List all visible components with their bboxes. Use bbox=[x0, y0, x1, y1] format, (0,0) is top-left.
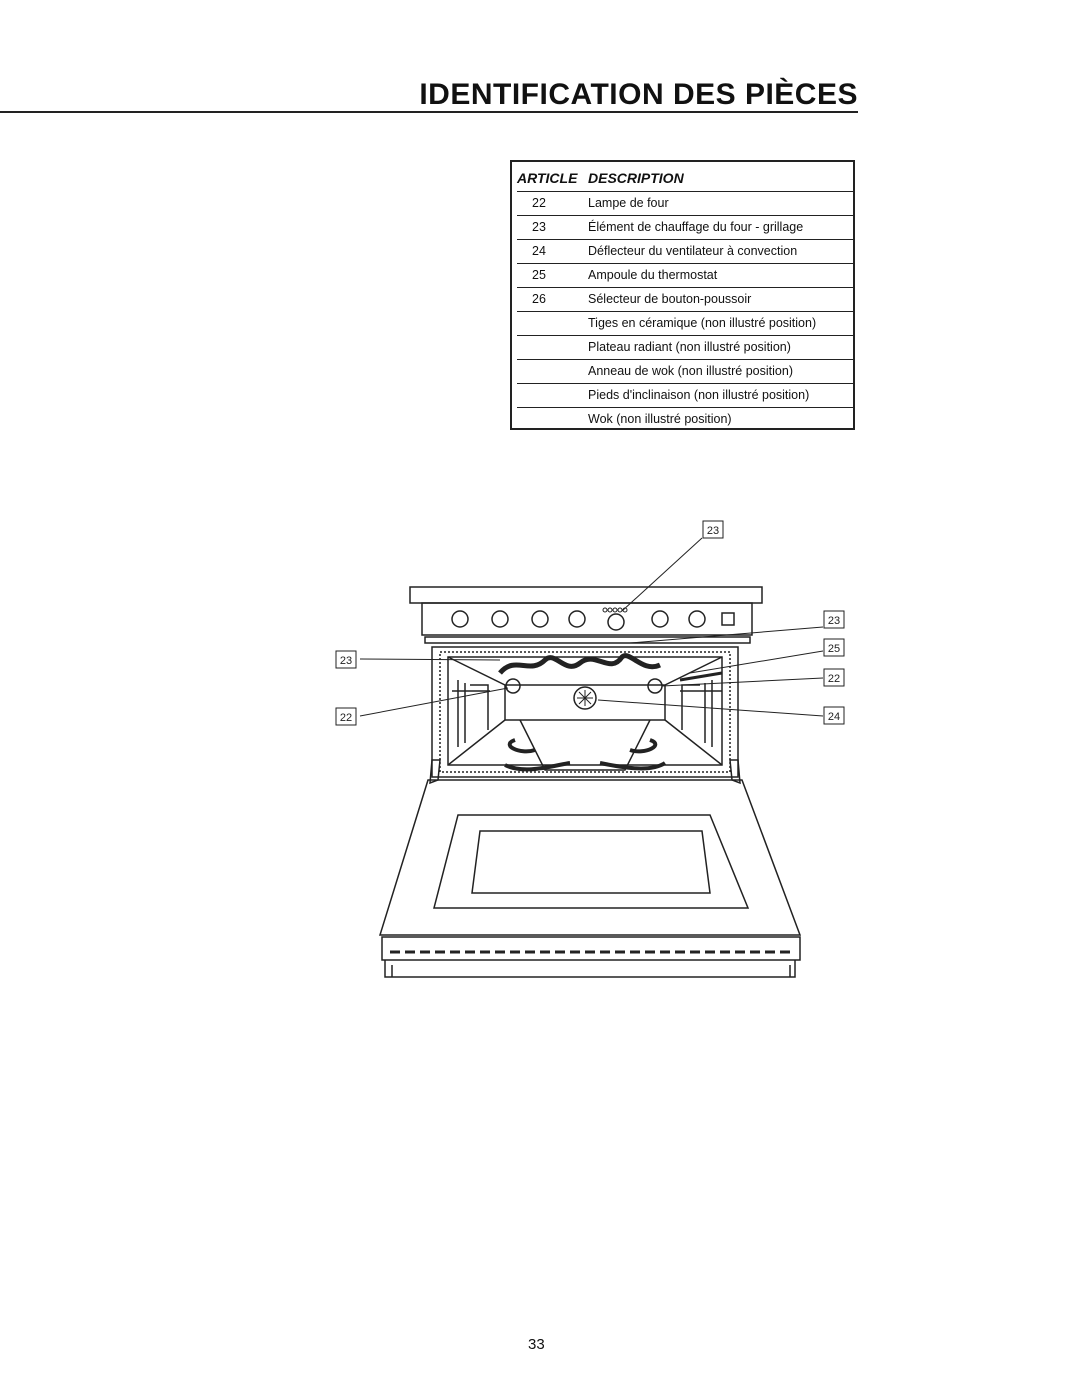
row-description: Pieds d'inclinaison (non illustré positi… bbox=[588, 388, 810, 402]
row-article: 24 bbox=[532, 244, 546, 258]
control-knobs bbox=[451, 610, 735, 631]
door-handle-bar bbox=[381, 936, 801, 961]
row-description: Déflecteur du ventilateur à convection bbox=[588, 244, 798, 258]
row-article: 26 bbox=[532, 292, 546, 306]
bottom-rack bbox=[519, 719, 651, 771]
door-gasket bbox=[439, 651, 731, 773]
table-row: 22 Lampe de four bbox=[517, 191, 853, 216]
control-panel bbox=[421, 602, 753, 636]
parts-table: ARTICLE DESCRIPTION 22 Lampe de four 23 … bbox=[510, 160, 855, 430]
thermostat-bulb bbox=[679, 671, 723, 682]
convection-cover bbox=[504, 685, 666, 721]
row-description: Anneau de wok (non illustré position) bbox=[588, 364, 793, 378]
table-row: Tiges en céramique (non illustré positio… bbox=[517, 311, 853, 336]
row-description: Plateau radiant (non illustré position) bbox=[588, 340, 791, 354]
leader-line bbox=[597, 699, 824, 717]
door-window-glass bbox=[471, 830, 711, 894]
table-row: Anneau de wok (non illustré position) bbox=[517, 359, 853, 384]
row-article: 23 bbox=[532, 220, 546, 234]
page-title: IDENTIFICATION DES PIÈCES bbox=[419, 78, 858, 111]
leader-line bbox=[629, 626, 824, 644]
header-description: DESCRIPTION bbox=[588, 170, 684, 186]
table-row: Plateau radiant (non illustré position) bbox=[517, 335, 853, 360]
leader-line bbox=[359, 658, 501, 661]
oven-door bbox=[378, 779, 802, 936]
right-rack-supports bbox=[680, 680, 722, 747]
oven-lamp-icon bbox=[505, 678, 521, 694]
cavity-top-edge bbox=[447, 656, 723, 686]
cooktop-edge bbox=[409, 586, 763, 604]
oven-frame bbox=[431, 646, 739, 778]
row-article: 22 bbox=[532, 196, 546, 210]
oven-lamp-icon bbox=[647, 678, 663, 694]
header-article: ARTICLE bbox=[517, 170, 578, 186]
leader-line bbox=[661, 677, 824, 687]
table-row: 26 Sélecteur de bouton-poussoir bbox=[517, 287, 853, 312]
row-description: Lampe de four bbox=[588, 196, 669, 210]
row-article: 25 bbox=[532, 268, 546, 282]
table-row: Pieds d'inclinaison (non illustré positi… bbox=[517, 383, 853, 408]
page-number: 33 bbox=[528, 1336, 545, 1353]
row-description: Ampoule du thermostat bbox=[588, 268, 718, 282]
callout-label: 23 bbox=[828, 615, 840, 627]
fan-blades bbox=[577, 690, 593, 706]
bake-element bbox=[504, 738, 667, 772]
title-rule bbox=[0, 111, 858, 113]
table-row: 25 Ampoule du thermostat bbox=[517, 263, 853, 288]
oven-cavity bbox=[447, 656, 723, 766]
cavity-bottom-edge bbox=[447, 719, 723, 766]
door-window-frame bbox=[433, 814, 750, 909]
left-rack-supports bbox=[452, 680, 490, 747]
leader-line bbox=[621, 537, 703, 612]
table-row: 24 Déflecteur du ventilateur à convectio… bbox=[517, 239, 853, 264]
row-description: Sélecteur de bouton-poussoir bbox=[588, 292, 752, 306]
leader-line bbox=[689, 650, 824, 674]
callout-label: 25 bbox=[828, 643, 840, 655]
leader-line bbox=[359, 687, 509, 717]
panel-trim bbox=[424, 636, 751, 644]
row-description: Wok (non illustré position) bbox=[588, 412, 732, 426]
row-description: Tiges en céramique (non illustré positio… bbox=[588, 316, 817, 330]
callout-label: 23 bbox=[707, 525, 719, 537]
convection-fan-icon bbox=[573, 686, 597, 710]
door-handle bbox=[384, 960, 796, 978]
row-description: Élément de chauffage du four - grillage bbox=[588, 220, 804, 234]
broil-element bbox=[498, 653, 662, 675]
table-row: Wok (non illustré position) bbox=[517, 407, 853, 432]
table-row: 23 Élément de chauffage du four - grilla… bbox=[517, 215, 853, 240]
callout-label: 22 bbox=[340, 712, 352, 724]
callout-label: 23 bbox=[340, 655, 352, 667]
callout-label: 24 bbox=[828, 711, 840, 723]
callouts bbox=[335, 520, 845, 726]
callout-label: 22 bbox=[828, 673, 840, 685]
oven-diagram: 23 23 25 22 24 23 22 bbox=[335, 520, 845, 978]
